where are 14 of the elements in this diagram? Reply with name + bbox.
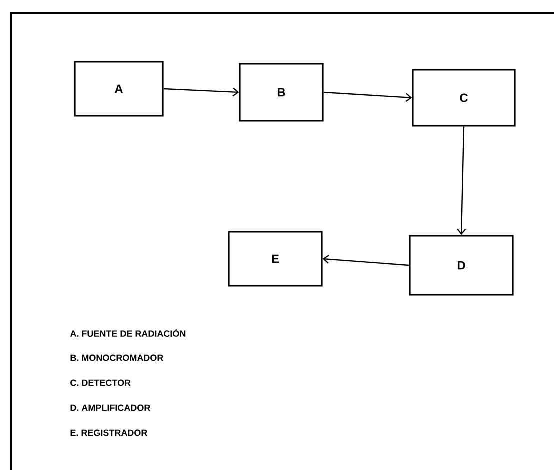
block-box: C (412, 69, 516, 127)
legend-text: B. MONOCROMADOR (70, 354, 164, 362)
legend-text: C. DETECTOR (70, 380, 131, 386)
block-box: A (74, 61, 164, 117)
legend-text: E. REGISTRADOR (70, 430, 148, 436)
block-box: D (409, 235, 514, 296)
legend-text: A. FUENTE DE RADIACIÓN (70, 328, 186, 338)
arrow (164, 88, 240, 97)
block-box: E (228, 231, 323, 287)
block-box: B (239, 63, 324, 122)
arrow (324, 92, 412, 102)
legend-text: D. AMPLIFICADOR (70, 404, 151, 412)
arrow (457, 126, 466, 236)
arrow (322, 254, 410, 266)
